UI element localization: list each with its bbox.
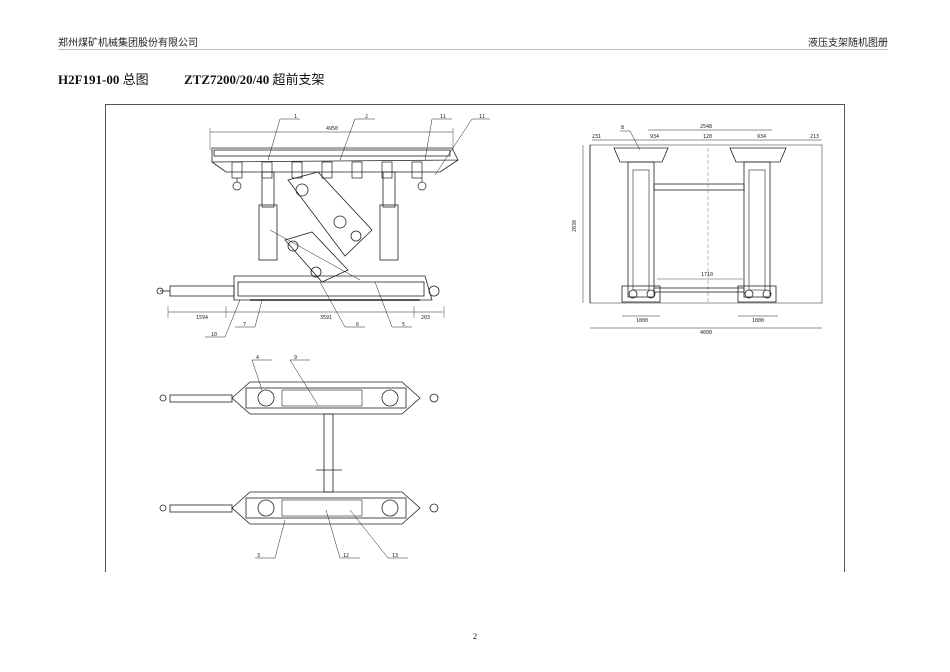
front-elevation-view [582,129,823,329]
callout-plan-4: 4 [256,355,259,361]
callout-side-7: 7 [243,322,246,328]
callout-plan-9: 9 [294,355,297,361]
dim-side-right: 203 [421,315,430,321]
callout-side-10: 10 [211,332,217,338]
drawing-frame [105,104,845,572]
side-elevation-view [156,118,490,338]
dim-front-base-l: 1000 [636,318,648,324]
plan-view [159,359,439,559]
dim-front-top-l: 934 [650,134,659,140]
dim-side-mid: 3591 [320,315,332,321]
drawing-code: H2F191-00 [58,72,120,87]
callout-side-2: 2 [365,114,368,120]
dim-front-edge-l: 231 [592,134,601,140]
drawing-model-suffix: 超前支架 [272,73,325,88]
dim-front-base-r: 1000 [752,318,764,324]
callout-side-1: 1 [294,114,297,120]
header-booklet: 液压支架随机图册 [808,38,888,49]
dim-side-top: 4950 [326,126,338,132]
callout-plan-13: 13 [392,553,398,559]
callout-plan-3: 3 [257,553,260,559]
callout-side-11a: 11 [440,114,446,120]
callout-front-8: 8 [621,125,624,131]
dim-front-edge-r: 213 [810,134,819,140]
drawing-code-suffix: 总图 [122,73,149,88]
dim-front-overall: 4600 [700,330,712,336]
dim-front-height: 2030 [572,220,578,232]
page-number: 2 [473,632,477,641]
callout-side-6: 6 [356,322,359,328]
callout-plan-12: 12 [343,553,349,559]
dim-front-mid: 1710 [701,272,713,278]
header-rule [58,49,888,50]
drawing-model-group: ZTZ7200/20/40 超前支架 [184,69,325,88]
header-company: 郑州煤矿机械集团股份有限公司 [58,38,198,49]
dim-front-top-r: 934 [757,134,766,140]
drawing-model: ZTZ7200/20/40 [184,72,270,87]
callout-side-5: 5 [402,322,405,328]
drawing-title: H2F191-00 总图 ZTZ7200/20/40 超前支架 [58,69,325,88]
dim-front-top-m: 120 [703,134,712,140]
dim-front-top: 2548 [700,124,712,130]
callout-side-11b: 11 [479,114,485,120]
dim-side-left: 1594 [196,315,208,321]
